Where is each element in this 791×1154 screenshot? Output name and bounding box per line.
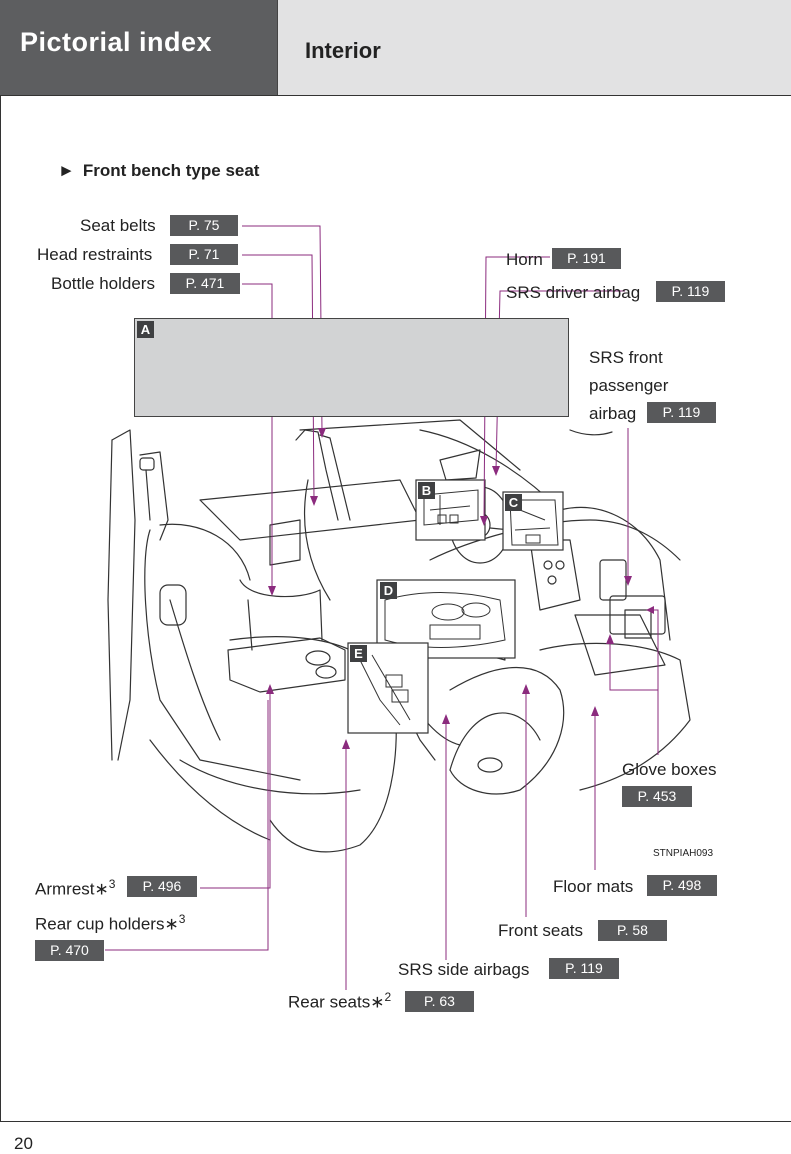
head-restraints-page-ref[interactable]: P. 71 — [170, 244, 238, 265]
badge-e: E — [350, 645, 367, 662]
floor-mats-label: Floor mats — [553, 877, 634, 896]
rear-seats-note-number: 2 — [384, 990, 392, 1004]
front-seats-label: Front seats — [498, 921, 584, 940]
subsection-title: Front bench type seat — [82, 161, 260, 180]
srs-side-airbags-page-ref[interactable]: P. 119 — [549, 958, 619, 979]
glove-boxes-page-ref[interactable]: P. 453 — [622, 786, 692, 807]
armrest-label: Armrest∗3 — [35, 877, 115, 900]
page-frame-left — [0, 96, 1, 1122]
triangle-bullet-icon: ► — [58, 161, 75, 180]
badge-c: C — [505, 494, 522, 511]
section-title: Pictorial index — [20, 27, 213, 57]
rear-cup-holders-page-ref[interactable]: P. 470 — [35, 940, 104, 961]
bottle-holders-page-ref[interactable]: P. 471 — [170, 273, 240, 294]
rear-cup-holders-asterisk: ∗ — [164, 914, 179, 934]
page-title: Interior — [305, 38, 381, 63]
armrest-asterisk: ∗ — [94, 879, 109, 899]
srs-front-passenger-airbag-label-line2: passenger — [589, 376, 669, 395]
badge-b: B — [418, 482, 435, 499]
badge-a: A — [137, 321, 154, 338]
floor-mats-page-ref[interactable]: P. 498 — [647, 875, 717, 896]
srs-side-airbags-label: SRS side airbags — [398, 960, 530, 979]
horn-label: Horn — [506, 250, 543, 269]
srs-driver-airbag-label: SRS driver airbag — [506, 283, 641, 302]
leader-arrowheads — [266, 428, 654, 749]
rear-seats-label: Rear seats∗2 — [288, 990, 391, 1013]
rear-cup-holders-note-number: 3 — [178, 912, 186, 926]
seat-belts-label: Seat belts — [80, 216, 156, 235]
badge-d: D — [380, 582, 397, 599]
srs-front-passenger-airbag-page-ref[interactable]: P. 119 — [647, 402, 716, 423]
page-number: 20 — [14, 1134, 33, 1153]
rear-seats-asterisk: ∗ — [370, 992, 385, 1012]
header-divider — [0, 95, 791, 96]
rear-cup-holders-text: Rear cup holders — [35, 914, 165, 934]
title-bar: Interior — [278, 0, 791, 95]
armrest-page-ref[interactable]: P. 496 — [127, 876, 197, 897]
detail-insets — [347, 479, 564, 734]
head-restraints-label: Head restraints — [37, 245, 153, 264]
image-code: STNPIAH093 — [653, 848, 714, 859]
page-frame-bottom — [0, 1121, 791, 1122]
armrest-text: Armrest — [35, 879, 95, 899]
glove-boxes-label: Glove boxes — [622, 760, 717, 779]
subsection-heading: ► Front bench type seat — [58, 161, 259, 181]
front-seats-page-ref[interactable]: P. 58 — [598, 920, 667, 941]
rear-cup-holders-label: Rear cup holders∗3 — [35, 912, 185, 935]
rear-seats-text: Rear seats — [288, 992, 371, 1012]
srs-front-passenger-airbag-label-line1: SRS front — [589, 348, 663, 367]
armrest-note-number: 3 — [108, 877, 116, 891]
page-header: Pictorial index Interior — [0, 0, 791, 96]
srs-front-passenger-airbag-label-line3: airbag — [589, 404, 637, 423]
srs-driver-airbag-page-ref[interactable]: P. 119 — [656, 281, 725, 302]
horn-page-ref[interactable]: P. 191 — [552, 248, 621, 269]
inset-box-a — [134, 318, 569, 417]
bottle-holders-label: Bottle holders — [51, 274, 155, 293]
section-tab: Pictorial index — [0, 0, 278, 95]
seat-belts-page-ref[interactable]: P. 75 — [170, 215, 238, 236]
rear-seats-page-ref[interactable]: P. 63 — [405, 991, 474, 1012]
